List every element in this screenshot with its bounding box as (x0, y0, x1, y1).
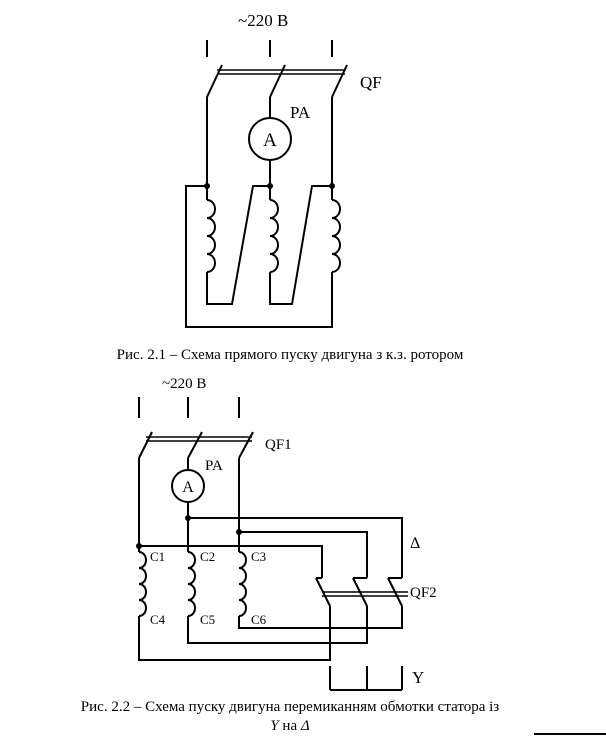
figure-2-1-diagram: ~220 В QF A PA (185, 11, 382, 328)
fig2-ammeter: A PA (171, 458, 223, 503)
fig2-caption-line1: Рис. 2.2 – Схема пуску двигуна перемикан… (80, 699, 500, 715)
fig1-supply-terminals (206, 40, 333, 57)
fig2-stator-windings (138, 546, 247, 617)
figure-2-2-diagram: ~220 В QF1 A PA (136, 376, 437, 691)
winding-label-c1: C1 (150, 549, 165, 564)
winding-label-c4: C4 (150, 612, 166, 627)
fig1-stator-windings (206, 199, 341, 273)
fig2-delta-bus (139, 517, 403, 578)
fig1-ammeter-label: PA (290, 103, 311, 122)
fig2-winding-ends (138, 616, 403, 661)
fig2-ammeter-label: PA (205, 458, 223, 474)
winding-label-c6: C6 (251, 612, 267, 627)
fig2-delta-label: Δ (410, 535, 420, 552)
fig1-caption: Рис. 2.1 – Схема прямого пуску двигуна з… (116, 347, 464, 363)
fig2-caption-line2: Y на Δ (0, 716, 580, 736)
fig2-supply-terminals (138, 397, 240, 418)
fig2-supply-label: ~220 В (162, 376, 206, 392)
fig2-caption-y: Y (270, 718, 279, 734)
winding-label-c3: C3 (251, 549, 266, 564)
fig2-breaker-qf1: QF1 (138, 431, 292, 459)
fig1-ammeter-symbol: A (263, 130, 277, 151)
fig1-motor-connections (185, 185, 333, 328)
fig2-ammeter-symbol: A (182, 479, 194, 496)
fig2-caption-delta: Δ (300, 718, 310, 734)
fig1-breaker-qf: QF (206, 64, 382, 98)
fig2-phase-wires (138, 458, 240, 546)
winding-label-c2: C2 (200, 549, 215, 564)
fig2-star-label: Y (412, 668, 424, 687)
fig1-phase-wires (206, 97, 333, 186)
fig2-switch-qf2: QF2 (315, 577, 437, 624)
fig1-supply-label: ~220 В (238, 11, 288, 30)
fig2-switch-label: QF2 (410, 585, 437, 601)
fig2-caption-mid: на (278, 718, 301, 734)
fig2-star-terminals: Y (329, 666, 424, 691)
fig1-ammeter: A PA (248, 103, 311, 161)
fig2-breaker-label: QF1 (265, 437, 292, 453)
winding-label-c5: C5 (200, 612, 215, 627)
fig1-breaker-label: QF (360, 73, 382, 92)
